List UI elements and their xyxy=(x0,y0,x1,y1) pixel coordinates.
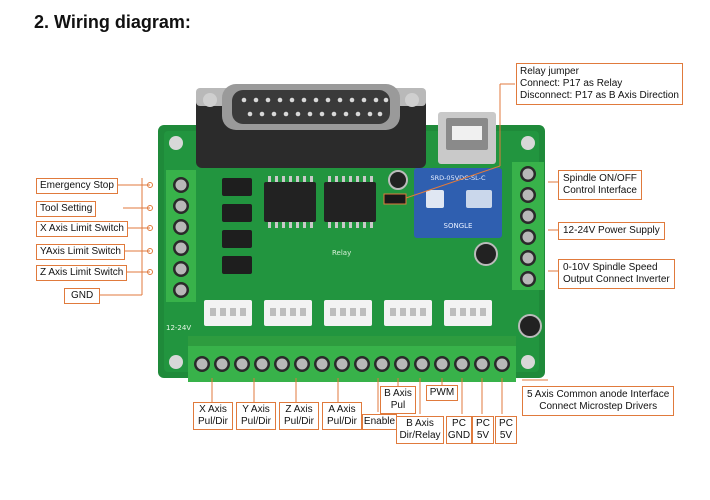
label-z-axis-limit-switch: Z Axis Limit Switch xyxy=(36,265,128,281)
label-common-anode-interface: 5 Axis Common anode Interface Connect Mi… xyxy=(522,386,675,416)
capacitor-icon xyxy=(388,170,408,190)
label-pwm: PWM xyxy=(426,385,458,401)
label-enable: Enable xyxy=(362,414,397,430)
label-emergency-stop: Emergency Stop xyxy=(36,178,118,194)
label-x-axis-limit-switch: X Axis Limit Switch xyxy=(36,221,128,237)
label-power-supply: 12-24V Power Supply xyxy=(558,222,665,240)
ic-chip-icon xyxy=(264,182,316,222)
label-gnd: GND xyxy=(64,288,101,304)
svg-text:Relay: Relay xyxy=(332,249,351,257)
mounting-hole-icon xyxy=(169,136,183,150)
label-y-axis-limit-switch: YAxis Limit Switch xyxy=(36,244,125,260)
label-spindle-speed: 0-10V Spindle Speed Output Connect Inver… xyxy=(558,259,675,289)
mounting-hole-icon xyxy=(521,136,535,150)
mounting-hole-icon xyxy=(521,355,535,369)
relay-jumper-icon xyxy=(383,193,407,205)
bottom-terminal-block xyxy=(188,336,516,382)
page-title: 2. Wiring diagram: xyxy=(34,12,191,32)
svg-text:SRD-05VDC-SL-C: SRD-05VDC-SL-C xyxy=(430,174,486,182)
svg-text:12-24V: 12-24V xyxy=(166,324,191,332)
label-tool-setting: Tool Setting xyxy=(36,201,97,217)
label-spindle-onoff: Spindle ON/OFF Control Interface xyxy=(558,170,642,200)
relay-icon: SRD-05VDC-SL-C SONGLE xyxy=(414,168,502,238)
capacitor-icon xyxy=(474,242,498,266)
optocoupler-icon xyxy=(222,178,252,274)
left-terminal-block xyxy=(166,170,196,302)
right-terminal-block xyxy=(512,162,544,290)
leader-line-end-markers xyxy=(147,182,153,275)
capacitor-icon xyxy=(518,314,542,338)
usb-port-icon xyxy=(438,112,496,164)
ic-chip-icon xyxy=(324,182,376,222)
header-connector-icon xyxy=(204,300,492,326)
svg-text:SONGLE: SONGLE xyxy=(444,222,473,230)
mounting-hole-icon xyxy=(169,355,183,369)
db25-connector-icon xyxy=(196,84,426,168)
label-relay-jumper: Relay jumper Connect: P17 as Relay Disco… xyxy=(516,63,683,105)
